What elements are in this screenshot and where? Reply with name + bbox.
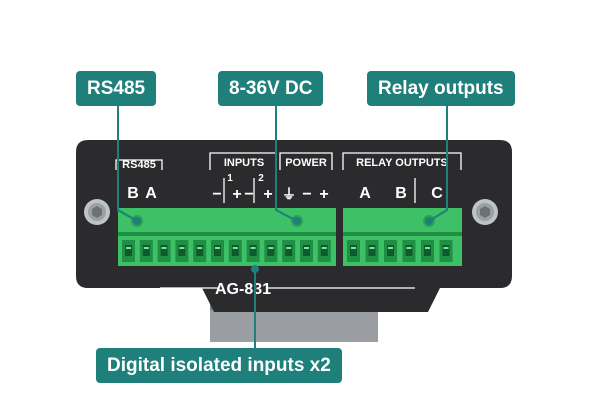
- callout-rs485: RS485: [76, 71, 157, 106]
- leader-lines: [117, 98, 448, 350]
- input1-plus: +: [232, 186, 241, 203]
- inputs-header: INPUTS: [224, 157, 264, 169]
- ground-icon: ⏚: [282, 186, 296, 202]
- terminal-pin-left-9: [264, 240, 278, 262]
- terminal-pin-left-12: [317, 240, 331, 262]
- input2-label: 2: [258, 173, 264, 184]
- input2-plus: +: [263, 186, 272, 203]
- label-brackets: [115, 152, 462, 289]
- power-plus: +: [319, 186, 328, 203]
- terminal-pin-right-5: [421, 240, 434, 262]
- mounting-screw-right: [472, 199, 498, 225]
- terminal-pin-left-10: [282, 240, 296, 262]
- relay-header: RELAY OUTPUTS: [356, 157, 448, 169]
- leader-dots: [133, 217, 433, 273]
- callout-power: 8-36V DC: [218, 71, 324, 106]
- terminal-pin-left-1: [122, 240, 135, 262]
- model-label: AG-831: [215, 281, 271, 298]
- mounting-screw-left: [84, 199, 110, 225]
- terminal-pin-right-4: [402, 240, 416, 262]
- relay-b-label: B: [395, 185, 407, 202]
- power-header: POWER: [285, 157, 327, 169]
- terminal-block-right: [343, 208, 462, 266]
- terminal-pin-right-6: [439, 240, 453, 262]
- relay-a-label: A: [359, 185, 371, 202]
- input2-minus: −: [244, 186, 253, 203]
- input1-minus: −: [212, 186, 221, 203]
- callout-relay: Relay outputs: [367, 71, 515, 106]
- rs485-b-label: B: [127, 185, 139, 202]
- terminal-pin-right-1: [347, 240, 360, 262]
- terminal-pin-right-3: [384, 240, 397, 262]
- terminal-block-left: [118, 208, 336, 266]
- terminal-pin-left-3: [157, 240, 171, 262]
- terminal-pin-left-8: [246, 240, 260, 262]
- terminal-pin-left-2: [139, 240, 153, 262]
- rs485-header: RS485: [122, 159, 156, 171]
- input1-label: 1: [227, 173, 233, 184]
- terminal-pin-left-5: [193, 240, 207, 262]
- terminal-pin-left-6: [211, 240, 224, 262]
- terminal-pin-left-4: [175, 240, 189, 262]
- terminal-pin-right-2: [365, 240, 379, 262]
- rs485-a-label: A: [145, 185, 157, 202]
- power-minus: −: [302, 186, 311, 203]
- callout-digital-inputs: Digital isolated inputs x2: [96, 348, 342, 383]
- terminal-pin-left-7: [228, 240, 242, 262]
- terminal-pin-left-11: [300, 240, 313, 262]
- relay-c-label: C: [431, 185, 443, 202]
